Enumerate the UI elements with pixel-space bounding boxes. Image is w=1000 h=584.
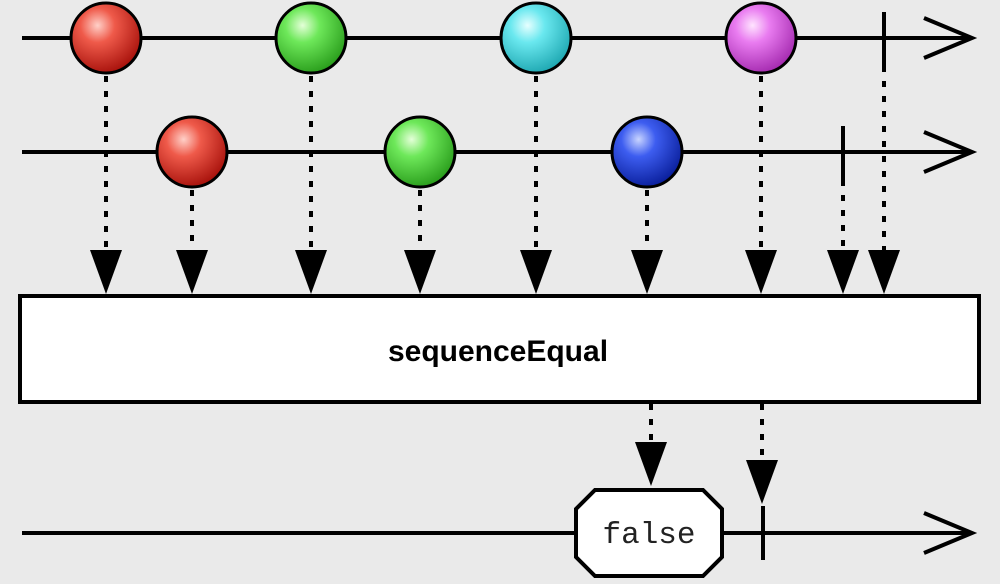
output-projection-arrows [649,404,764,466]
result-item-label: false [602,518,695,553]
marble-green-1 [274,1,348,75]
timeline-2-arrow-icon [923,130,978,174]
arrowhead-icon [90,250,122,294]
arrowhead-icon [635,442,667,486]
marble-blue-2 [610,115,684,189]
input-timeline-1 [22,1,978,75]
input-timeline-2 [22,115,978,189]
marble-green-2 [383,115,457,189]
output-arrowheads [635,442,778,504]
projection-arrows [104,66,886,258]
marble-cyan-1 [499,1,573,75]
arrowhead-icon [295,250,327,294]
arrowhead-icon [631,250,663,294]
timeline-1-arrow-icon [923,16,978,60]
operator-box: sequenceEqual [18,294,981,404]
arrowhead-icon [404,250,436,294]
arrowhead-icon [746,460,778,504]
marble-red-2 [155,115,229,189]
arrowhead-icon [176,250,208,294]
arrowhead-icon [868,250,900,294]
output-timeline: false [22,488,978,578]
projection-arrowheads [90,250,900,294]
arrowhead-icon [745,250,777,294]
arrowhead-icon [520,250,552,294]
result-item-shape [574,488,724,578]
marble-red-1 [69,1,143,75]
arrowhead-icon [827,250,859,294]
marble-magenta-1 [724,1,798,75]
operator-box-shape [18,294,981,404]
output-timeline-arrow-icon [923,511,978,555]
operator-label: sequenceEqual [388,335,608,368]
